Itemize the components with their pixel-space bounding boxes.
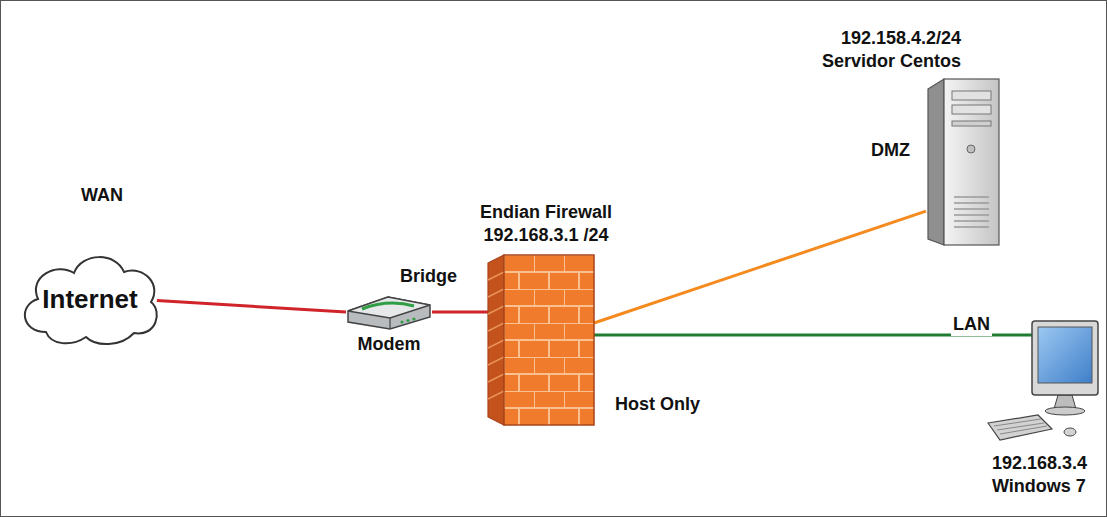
firewall-wall	[486, 251, 596, 429]
network-label: Host Only	[613, 393, 702, 416]
modem-icon	[344, 291, 434, 333]
node-label: 192.158.4.2/24	[766, 27, 961, 50]
modem-node: Modem	[339, 291, 439, 356]
computer-node: 192.168.3.4Windows 7	[986, 319, 1101, 498]
link-label: LAN	[951, 313, 992, 336]
internet-cloud: Internet	[16, 247, 164, 351]
link-label: DMZ	[869, 139, 912, 162]
server-node: 192.158.4.2/24Servidor Centos	[766, 27, 1006, 249]
node-label: Internet	[42, 283, 137, 316]
node-label: Servidor Centos	[766, 50, 961, 73]
network-label: Bridge	[398, 265, 459, 288]
computer-icon	[986, 319, 1101, 444]
node-label: Windows 7	[992, 475, 1101, 498]
network-link	[157, 301, 346, 312]
network-link	[594, 211, 926, 323]
network-label: WAN	[79, 184, 125, 207]
node-label: 192.168.3.1 /24	[431, 224, 661, 247]
node-label: Endian Firewall	[431, 201, 661, 224]
node-label: Modem	[339, 333, 439, 356]
server-tower	[926, 77, 1001, 249]
node-label: 192.168.3.4	[992, 452, 1101, 475]
